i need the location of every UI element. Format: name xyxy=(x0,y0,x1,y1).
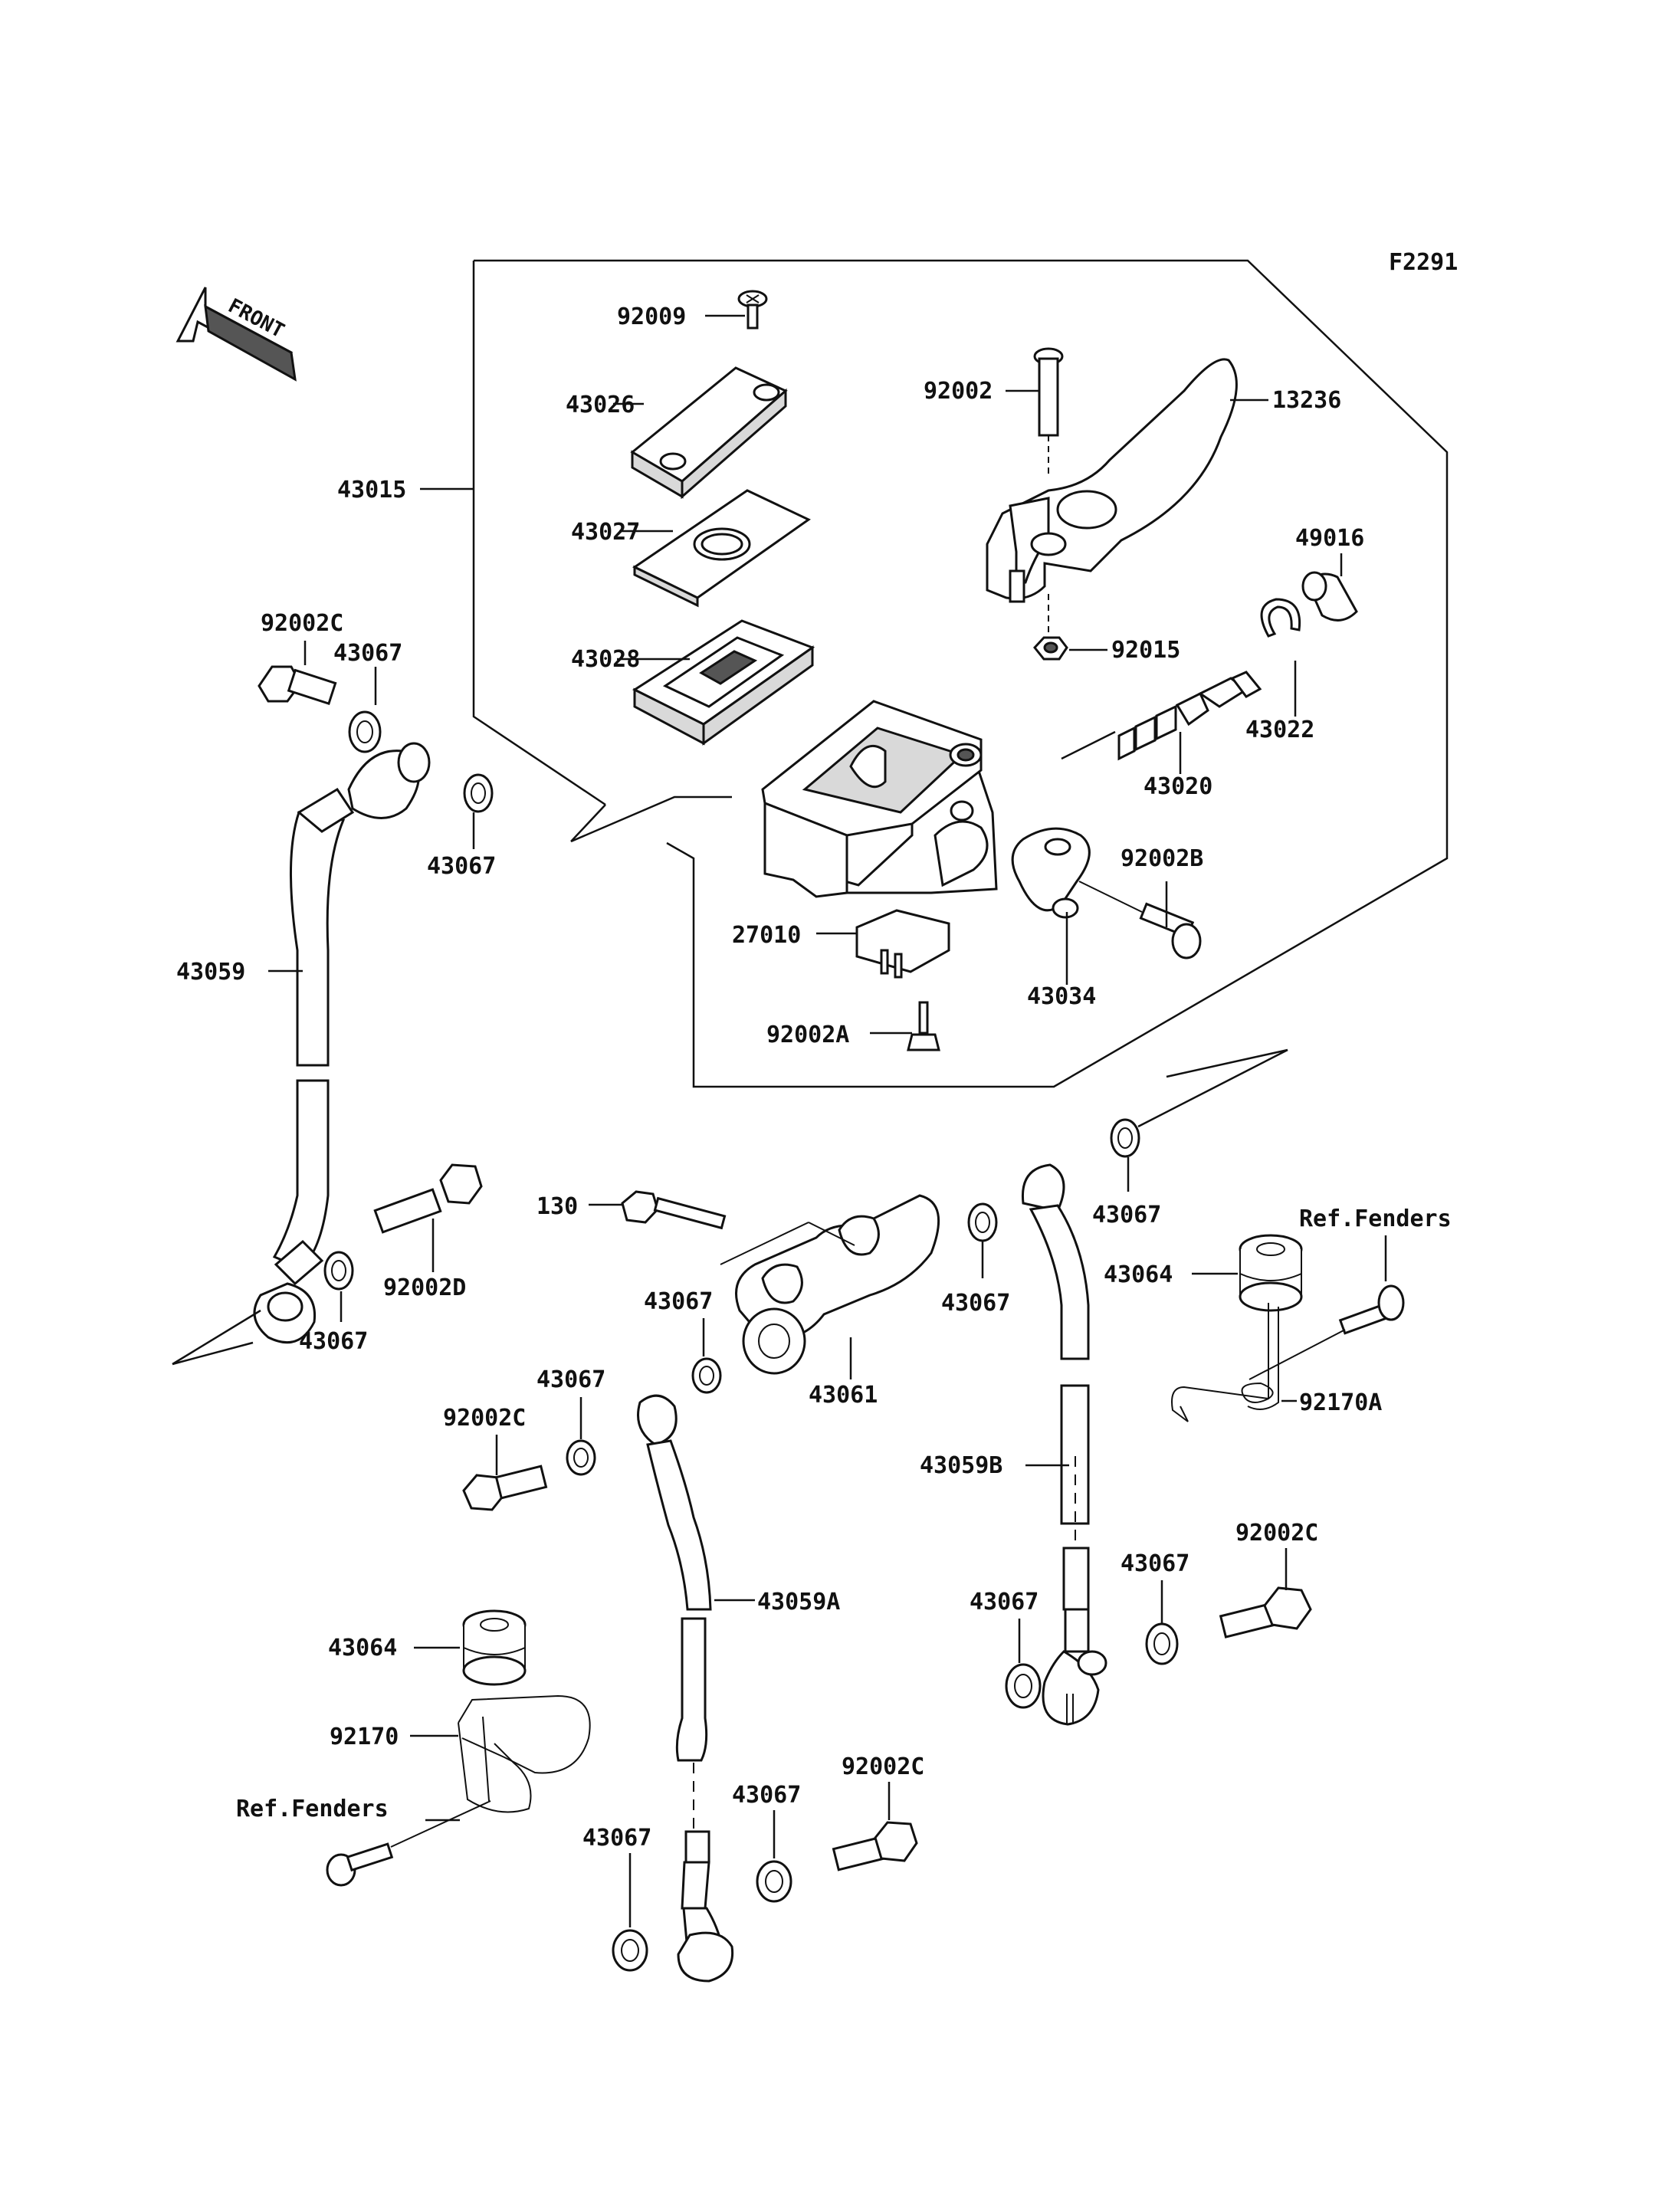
label-43064-b: 43064 xyxy=(1104,1261,1173,1288)
label-43067-h: 43067 xyxy=(582,1825,651,1852)
label-43034: 43034 xyxy=(1027,983,1096,1010)
washer-43067-c xyxy=(323,1251,354,1291)
label-92002B: 92002B xyxy=(1121,845,1203,872)
label-92002A: 92002A xyxy=(766,1022,849,1048)
screw-92009 xyxy=(737,290,768,330)
label-92002C-d: 92002C xyxy=(1235,1520,1318,1547)
bolt-92002D xyxy=(373,1163,483,1234)
label-43059B: 43059B xyxy=(920,1452,1002,1479)
label-43067-d: 43067 xyxy=(644,1288,713,1315)
brake-lever-13236 xyxy=(986,358,1238,603)
banjo-bolt-92002C-b xyxy=(462,1465,548,1511)
label-92002C-b: 92002C xyxy=(443,1405,526,1432)
label-43064-a: 43064 xyxy=(328,1635,397,1661)
washer-43067-a xyxy=(348,710,382,753)
label-43067-f: 43067 xyxy=(1092,1202,1161,1228)
label-92002C-a: 92002C xyxy=(261,610,343,637)
label-27010: 27010 xyxy=(732,922,801,949)
assembly-outline xyxy=(474,259,1449,1088)
ref-fenders-label-a: Ref.Fenders xyxy=(236,1796,389,1822)
washer-43067-i xyxy=(756,1860,792,1903)
washer-43067-j xyxy=(1005,1663,1042,1709)
label-43067-g: 43067 xyxy=(536,1366,605,1393)
bolt-92002B xyxy=(1139,902,1202,959)
bracket-92170A xyxy=(1171,1303,1279,1422)
banjo-bolt-92002C-d xyxy=(1219,1586,1312,1638)
label-43059A: 43059A xyxy=(757,1589,840,1615)
clamp-43034 xyxy=(1011,827,1091,919)
washer-43067-g xyxy=(566,1439,596,1476)
label-43015: 43015 xyxy=(337,477,406,504)
label-92015: 92015 xyxy=(1111,637,1180,664)
label-43020: 43020 xyxy=(1144,773,1212,800)
bolt-ref-fenders-a xyxy=(326,1842,394,1887)
clamp-43061 xyxy=(720,1194,940,1375)
banjo-bolt-92002C-a xyxy=(258,665,337,706)
dust-boot-49016 xyxy=(1301,571,1358,622)
piston-kit-43020 xyxy=(1117,671,1262,761)
washer-43067-k xyxy=(1145,1622,1179,1665)
bolt-130 xyxy=(621,1190,727,1230)
diaphragm-43028 xyxy=(632,619,815,746)
label-92170: 92170 xyxy=(330,1724,399,1750)
grommet-43064-a xyxy=(462,1609,527,1686)
screw-92002A xyxy=(907,1001,940,1051)
figure-code: F2291 xyxy=(1389,249,1458,276)
label-43067-i: 43067 xyxy=(732,1782,801,1809)
nut-92015 xyxy=(1033,636,1068,661)
label-92009: 92009 xyxy=(617,303,686,330)
circlip-43022 xyxy=(1260,598,1301,638)
label-92002C-c: 92002C xyxy=(842,1753,924,1780)
label-43026: 43026 xyxy=(566,392,635,418)
master-cylinder-body xyxy=(761,700,998,898)
bolt-ref-fenders-b xyxy=(1338,1284,1405,1335)
pivot-bolt-92002 xyxy=(1033,347,1064,475)
banjo-bolt-92002C-c xyxy=(832,1821,918,1871)
front-arrow-icon: FRONT xyxy=(176,287,297,382)
label-43059: 43059 xyxy=(176,959,245,986)
brake-hose-43059A xyxy=(637,1394,734,1983)
label-43022: 43022 xyxy=(1245,717,1314,743)
label-92002D: 92002D xyxy=(383,1274,466,1301)
ref-fenders-label-b: Ref.Fenders xyxy=(1299,1205,1452,1232)
label-13236: 13236 xyxy=(1272,387,1341,414)
label-43061: 43061 xyxy=(809,1382,878,1409)
label-43027: 43027 xyxy=(571,519,640,546)
label-43067-b: 43067 xyxy=(427,853,496,880)
label-43067-j: 43067 xyxy=(970,1589,1039,1615)
label-43028: 43028 xyxy=(571,646,640,673)
label-92002: 92002 xyxy=(924,378,993,405)
washer-43067-d xyxy=(691,1357,722,1394)
label-49016: 49016 xyxy=(1295,525,1364,552)
label-43067-e: 43067 xyxy=(941,1290,1010,1317)
label-130: 130 xyxy=(536,1193,578,1220)
label-43067-k: 43067 xyxy=(1121,1550,1189,1577)
label-43067-a: 43067 xyxy=(333,640,402,667)
washer-43067-h xyxy=(612,1929,648,1972)
washer-43067-e xyxy=(967,1202,998,1242)
washer-43067-f xyxy=(1110,1118,1140,1158)
brake-hose-43059B xyxy=(1021,1163,1107,1726)
reservoir-cap-43026 xyxy=(630,366,788,500)
grommet-43064-b xyxy=(1239,1234,1303,1312)
brake-hose-43059 xyxy=(253,742,431,1344)
label-92170A: 92170A xyxy=(1299,1389,1382,1416)
washer-43067-b xyxy=(463,773,494,813)
switch-27010 xyxy=(855,909,950,979)
label-43067-c: 43067 xyxy=(299,1328,368,1355)
plate-43027 xyxy=(632,489,811,608)
bracket-92170 xyxy=(458,1694,591,1813)
